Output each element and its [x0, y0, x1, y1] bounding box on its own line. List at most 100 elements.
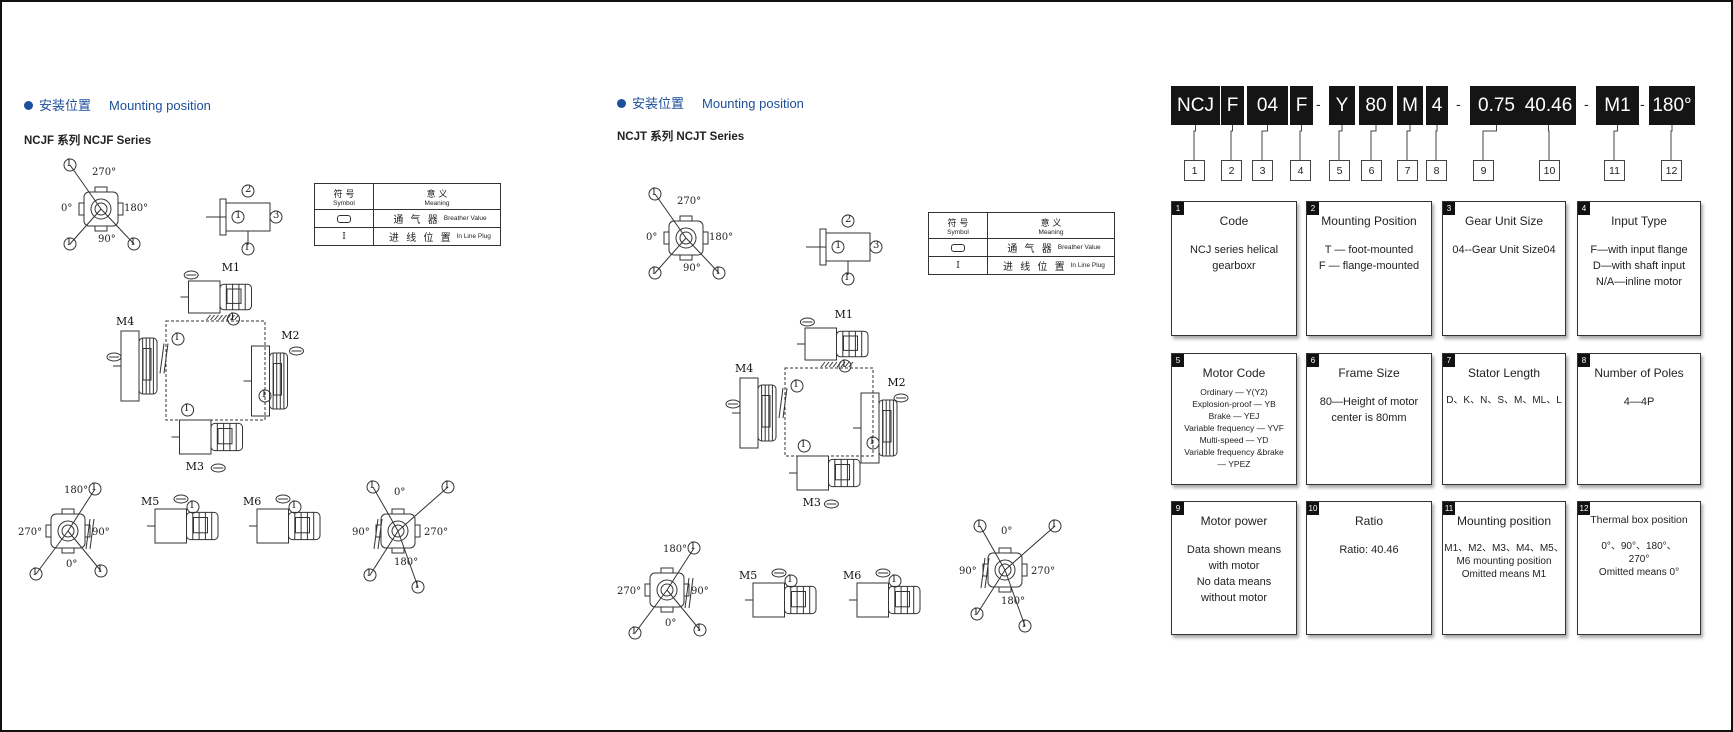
- plug-mark: Ⅰ: [1052, 519, 1056, 530]
- angle-label: 270°: [677, 196, 702, 207]
- code-segment-3: 04: [1247, 86, 1288, 125]
- plug-mark: Ⅰ: [716, 266, 720, 277]
- card-title: Thermal box position: [1590, 514, 1688, 526]
- plug-marker: [181, 403, 195, 417]
- hatch-line: [89, 518, 95, 550]
- plug-mark: Ⅰ: [794, 379, 798, 390]
- terminal-box: [835, 464, 850, 481]
- plug-marker: [63, 158, 77, 172]
- breather-icon: [799, 317, 815, 327]
- plug-marker: [288, 500, 302, 514]
- heading-zh: 安装位置: [39, 98, 92, 113]
- gearbox-outline: [994, 559, 1016, 581]
- code-card-6: 6 Frame Size 80—Height of motor center i…: [1306, 353, 1432, 485]
- code-card-1: 1 Code NCJ series helical gearboxr: [1171, 201, 1297, 336]
- motor-body: [757, 384, 777, 442]
- code-number-3: 3: [1252, 160, 1273, 181]
- connector-line: [1230, 125, 1233, 160]
- plug-marker: [186, 500, 200, 514]
- hatch-line: [159, 343, 165, 374]
- detail-callout: [831, 240, 845, 254]
- plug-marker: [227, 312, 240, 326]
- hatch-line: [844, 361, 850, 368]
- legend-symbol-en: Symbol: [333, 199, 355, 207]
- gearbox-outline: [660, 606, 674, 613]
- leader-line: [634, 589, 668, 634]
- plug-mark: Ⅰ: [788, 574, 792, 585]
- detail-callout: [241, 184, 255, 198]
- leader-line: [67, 530, 102, 572]
- hatch-line: [984, 557, 990, 589]
- angle-label: 90°: [683, 263, 701, 274]
- plug-mark: Ⅰ: [977, 519, 981, 530]
- gearbox-outline: [675, 227, 697, 249]
- card-title: Input Type: [1611, 214, 1667, 228]
- plug-mark: Ⅰ: [974, 607, 978, 618]
- code-dash: -: [1275, 96, 1280, 112]
- hatch-line: [820, 361, 826, 368]
- breather-icon: [771, 568, 787, 578]
- position-m6: M6: [843, 569, 862, 582]
- gearbox-outline: [57, 520, 79, 542]
- card-title: Number of Poles: [1594, 366, 1684, 380]
- code-number-7: 7: [1397, 160, 1418, 181]
- hatch-line: [218, 314, 223, 321]
- card-badge: 1: [1172, 202, 1184, 215]
- hatch-line: [778, 387, 784, 419]
- code-card-4: 4 Input Type F—with input flange D—with …: [1577, 201, 1701, 336]
- code-number-5: 5: [1329, 160, 1350, 181]
- angle-label: 0°: [61, 203, 73, 214]
- hatch-line: [210, 314, 215, 321]
- terminal-box: [217, 428, 233, 445]
- detail-callout: [869, 240, 883, 254]
- connector-line: [1338, 125, 1343, 160]
- gearbox-outline: [998, 547, 1012, 554]
- legend-breather-en: Breather Value: [443, 215, 487, 222]
- flange: [219, 198, 227, 236]
- gearbox-outline: [679, 215, 693, 222]
- gearbox-outline: [94, 202, 108, 216]
- plug-mark: Ⅰ: [131, 237, 135, 248]
- code-card-2: 2 Mounting Position T — foot-mounted F —…: [1306, 201, 1432, 336]
- legend-breather-zh: 通 气 器: [393, 215, 440, 226]
- terminal-box: [226, 288, 242, 304]
- motor-body: [784, 585, 817, 615]
- code-dash: -: [1456, 96, 1461, 112]
- terminal-box: [843, 335, 858, 351]
- gearbox-outline: [656, 579, 678, 601]
- leader-line: [1004, 569, 1026, 627]
- leader-line: [979, 525, 1006, 571]
- hatch-line: [980, 557, 986, 589]
- plug-marker: [628, 626, 642, 640]
- leader-line: [666, 547, 695, 591]
- terminal-box: [791, 591, 806, 608]
- breather-icon: [210, 463, 226, 473]
- card-body: D、K、N、S、M、ML、L: [1446, 395, 1562, 406]
- breather-icon: [183, 270, 199, 280]
- plug-mark: Ⅰ: [370, 480, 374, 491]
- leader-line: [654, 193, 687, 239]
- plug-marker: [888, 574, 902, 588]
- leader-line: [976, 569, 1006, 615]
- leader-line: [35, 530, 69, 575]
- hatch-line: [230, 314, 235, 321]
- detail-callout: [841, 214, 855, 228]
- breather-icon: [173, 494, 189, 504]
- hatch-line: [377, 518, 383, 550]
- plug-mark: Ⅰ: [262, 389, 266, 400]
- position-m4: M4: [116, 315, 135, 328]
- leader-line: [100, 208, 135, 245]
- code-card-9: 9 Motor power Data shown means with moto…: [1171, 501, 1297, 635]
- leader-line: [397, 486, 449, 532]
- legend-symbol-zh: 符 号: [333, 189, 355, 200]
- angle-label: 90°: [959, 566, 977, 577]
- motor-body: [210, 422, 243, 452]
- angle-label: 180°: [709, 232, 734, 243]
- card-body: Data shown means with motor No data mean…: [1186, 544, 1282, 604]
- position-m1: M1: [221, 261, 241, 274]
- position-m6: M6: [243, 495, 262, 508]
- code-card-3: 3 Gear Unit Size 04--Gear Unit Size04: [1442, 201, 1566, 336]
- position-m4: M4: [735, 362, 754, 375]
